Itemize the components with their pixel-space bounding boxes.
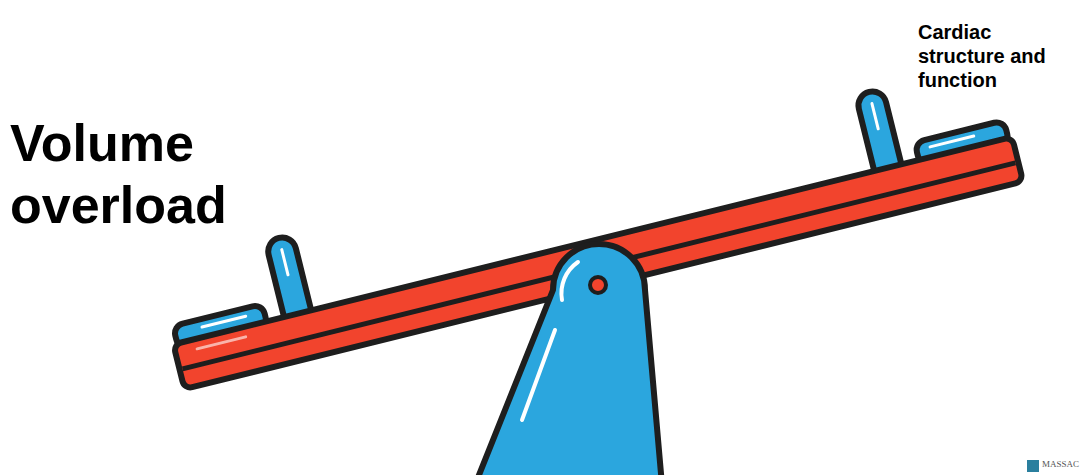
handle-highlight xyxy=(872,104,878,129)
plank-highlight xyxy=(197,337,246,349)
pivot-highlight xyxy=(522,330,555,420)
pivot-bolt xyxy=(590,277,606,293)
seat-highlight xyxy=(202,316,246,327)
handle-highlight xyxy=(282,250,288,275)
main-label: Volume overload xyxy=(10,112,280,237)
side-label: Cardiac structure and function xyxy=(918,20,1080,92)
pivot-highlight xyxy=(561,262,578,300)
seat-highlight xyxy=(930,136,974,147)
pivot-support xyxy=(475,244,662,475)
logo-mark xyxy=(1027,460,1039,472)
logo-text: MASSAC xyxy=(1042,459,1079,470)
